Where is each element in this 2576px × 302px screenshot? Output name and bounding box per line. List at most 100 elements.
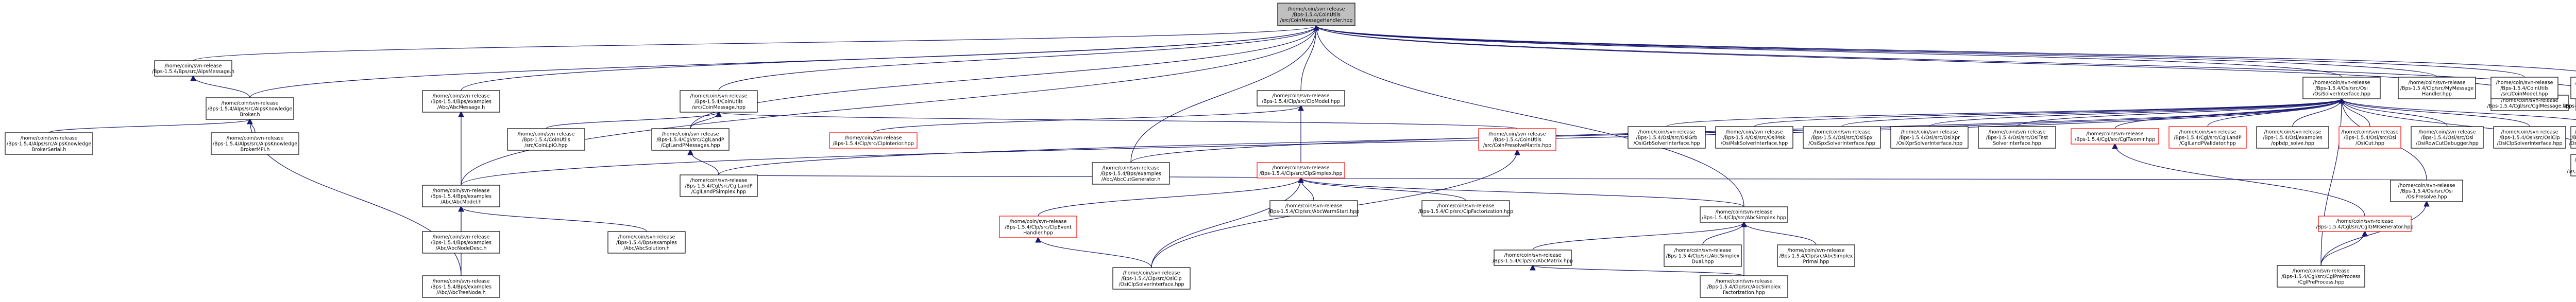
node-box-coinlpio[interactable] (507, 128, 585, 151)
node-osimsksolverinterface[interactable]: /home/coin/svn-release/Bps-1.5.4/Osi/src… (1715, 126, 1793, 149)
node-abcsolution[interactable]: /home/coin/svn-release/Bps-1.5.4/Bps/exa… (607, 231, 686, 254)
node-box-abcsimplexdual[interactable] (1664, 244, 1742, 267)
node-box-clpeventhandler[interactable] (999, 216, 1077, 238)
node-box-osiglpksolverinterface[interactable] (2570, 126, 2576, 149)
node-box-mymessagehandler[interactable] (2398, 77, 2476, 99)
node-cgllandpsimplex[interactable]: /home/coin/svn-release/Bps-1.5.4/Cgl/src… (680, 174, 758, 197)
node-osiclpsolverinterface2[interactable]: /home/coin/svn-release/Bps-1.5.4/Clp/src… (1112, 267, 1191, 290)
node-clpinterior[interactable]: /home/coin/svn-release/Bps-1.5.4/Clp/src… (829, 132, 918, 149)
node-abcmessage2[interactable]: /home/coin/svn-release/Bps-1.5.4/Bps/exa… (422, 90, 500, 113)
node-box-abcmessage[interactable] (154, 60, 232, 77)
node-abcwarmstart[interactable]: /home/coin/svn-release/Bps-1.5.4/Clp/src… (1268, 200, 1360, 217)
node-box-brokermpi[interactable] (211, 132, 299, 155)
node-abcsimplexdual[interactable]: /home/coin/svn-release/Bps-1.5.4/Clp/src… (1664, 244, 1742, 267)
node-box-cgllandpmessages[interactable] (651, 128, 730, 151)
node-coinpresolvematrix[interactable]: /home/coin/svn-release/Bps-1.5.4/CoinUti… (1478, 128, 1556, 151)
node-coinmessage[interactable]: /home/coin/svn-release/Bps-1.5.4/CoinUti… (680, 90, 758, 113)
node-box-abctreenode[interactable] (422, 275, 500, 298)
node-alpsknowledgebroker[interactable]: /home/coin/svn-release/Bps-1.5.4/Alps/sr… (206, 97, 294, 120)
node-label-osispxsolverinterface-line-0: /home/coin/svn-release (1814, 130, 1871, 135)
node-box-ositestsolverinterface[interactable] (1978, 126, 2056, 149)
node-clpmodel[interactable]: /home/coin/svn-release/Bps-1.5.4/Clp/src… (1257, 90, 1345, 106)
node-box-coinmpsio[interactable] (2570, 77, 2576, 99)
node-osipresolve[interactable]: /home/coin/svn-release/Bps-1.5.4/Osi/src… (2390, 180, 2463, 202)
node-box-clpinterior[interactable] (829, 132, 918, 149)
node-abctreenode[interactable]: /home/coin/svn-release/Bps-1.5.4/Bps/exa… (422, 275, 500, 298)
node-coinmodel[interactable]: /home/coin/svn-release/Bps-1.5.4/CoinUti… (2490, 77, 2558, 99)
node-box-cgltwomir[interactable] (2071, 128, 2159, 145)
node-abcsimplexprimal[interactable]: /home/coin/svn-release/Bps-1.5.4/Clp/src… (1777, 244, 1855, 267)
node-cglpreprocess[interactable]: /home/coin/svn-release/Bps-1.5.4/Cgl/src… (2277, 265, 2365, 288)
node-box-osiclpsolverinterface2[interactable] (1112, 267, 1191, 290)
node-label-abcsimplexdual-line-1: /Bps-1.5.4/Clp/src/AbcSimplex (1666, 254, 1740, 259)
node-abcsimplex[interactable]: /home/coin/svn-release/Bps-1.5.4/Clp/src… (1700, 206, 1788, 223)
node-box-clpmodel[interactable] (1257, 90, 1345, 106)
node-box-abcsimplexprimal[interactable] (1777, 244, 1855, 267)
node-cglgmigenerator[interactable]: /home/coin/svn-release/Bps-1.5.4/Cgl/src… (2316, 216, 2414, 232)
node-abcsimplexfactorization[interactable]: /home/coin/svn-release/Bps-1.5.4/Clp/src… (1700, 275, 1788, 298)
node-box-osigrbsolverinterface[interactable] (1628, 126, 1706, 149)
node-box-osisolverinterface[interactable] (2302, 77, 2381, 99)
node-box-abcmodel[interactable] (422, 185, 500, 207)
node-box-coinmodel[interactable] (2490, 77, 2558, 99)
node-brokerserial[interactable]: /home/coin/svn-release/Bps-1.5.4/Alps/sr… (5, 132, 93, 155)
node-osicut[interactable]: /home/coin/svn-release/Bps-1.5.4/Osi/src… (2338, 126, 2401, 149)
node-abcmessage[interactable]: /home/coin/svn-release/Bps-1.5.4/Bps/src… (152, 60, 234, 77)
node-box-clpsimplex[interactable] (1257, 162, 1345, 179)
node-box-abcmessage2[interactable] (422, 90, 500, 113)
node-osispxsolverinterface[interactable]: /home/coin/svn-release/Bps-1.5.4/Osi/src… (1803, 126, 1881, 149)
node-box-abcwarmstart[interactable] (1269, 200, 1358, 217)
node-clpfactorization[interactable]: /home/coin/svn-release/Bps-1.5.4/Clp/src… (1418, 200, 1513, 217)
node-box-coinstructuredmodel[interactable] (2570, 154, 2576, 176)
node-box-cgllandpvalidator[interactable] (2168, 126, 2247, 149)
node-box-abcmatrix[interactable] (1494, 250, 1572, 266)
node-abccutgenerator[interactable]: /home/coin/svn-release/Bps-1.5.4/Bps/exa… (1092, 162, 1170, 185)
node-osiclpsolverinterface[interactable]: /home/coin/svn-release/Bps-1.5.4/Osi/src… (2493, 126, 2566, 149)
node-box-clpfactorization[interactable] (1421, 200, 1510, 217)
node-osisolverinterface[interactable]: /home/coin/svn-release/Bps-1.5.4/Osi/src… (2302, 77, 2381, 99)
node-abcmatrix[interactable]: /home/coin/svn-release/Bps-1.5.4/Clp/src… (1493, 250, 1573, 266)
node-osixprsolverinterface[interactable]: /home/coin/svn-release/Bps-1.5.4/Osi/src… (1890, 126, 1969, 149)
node-cgllandpvalidator[interactable]: /home/coin/svn-release/Bps-1.5.4/Cgl/src… (2168, 126, 2247, 149)
node-box-cglgmigenerator[interactable] (2318, 216, 2412, 232)
node-cgltwomir[interactable]: /home/coin/svn-release/Bps-1.5.4/Cgl/src… (2071, 128, 2159, 145)
node-osidylpsolve[interactable]: /home/coin/svn-release/Bps-1.5.4/Osi/exa… (2256, 126, 2329, 149)
node-clpeventhandler[interactable]: /home/coin/svn-release/Bps-1.5.4/Clp/src… (999, 216, 1077, 238)
node-box-cglpreprocess[interactable] (2277, 265, 2365, 288)
node-abcnodedesc[interactable]: /home/coin/svn-release/Bps-1.5.4/Bps/exa… (422, 231, 500, 254)
node-box-abcsolution[interactable] (607, 231, 686, 254)
node-clpsimplex[interactable]: /home/coin/svn-release/Bps-1.5.4/Clp/src… (1257, 162, 1345, 179)
node-box-osirowcutdebugger[interactable] (2411, 126, 2484, 149)
node-abcmodel[interactable]: /home/coin/svn-release/Bps-1.5.4/Bps/exa… (422, 185, 500, 207)
node-box-osimsksolverinterface[interactable] (1715, 126, 1793, 149)
node-coinlpio[interactable]: /home/coin/svn-release/Bps-1.5.4/CoinUti… (507, 128, 585, 151)
node-box-osixprsolverinterface[interactable] (1890, 126, 1969, 149)
node-osiglpksolverinterface[interactable]: /home/coin/svn-release/Bps-1.5.4/Osi/src… (2569, 126, 2576, 149)
node-mymessagehandler[interactable]: /home/coin/svn-release/Bps-1.5.4/Clp/src… (2398, 77, 2476, 99)
node-osigrbsolverinterface[interactable]: /home/coin/svn-release/Bps-1.5.4/Osi/src… (1628, 126, 1706, 149)
node-box-osicut[interactable] (2338, 126, 2401, 149)
node-ositestsolverinterface[interactable]: /home/coin/svn-release/Bps-1.5.4/Osi/src… (1978, 126, 2056, 149)
node-coinstructuredmodel[interactable]: /home/coin/svn-release/Bps-1.5.4/CoinUti… (2567, 154, 2576, 176)
node-box-coinpresolvematrix[interactable] (1478, 128, 1556, 151)
node-cgllandpmessages[interactable]: /home/coin/svn-release/Bps-1.5.4/Cgl/src… (651, 128, 730, 151)
node-osirowcutdebugger[interactable]: /home/coin/svn-release/Bps-1.5.4/Osi/src… (2411, 126, 2484, 149)
node-brokermpi[interactable]: /home/coin/svn-release/Bps-1.5.4/Alps/sr… (211, 132, 299, 155)
node-box-coinmessage[interactable] (680, 90, 758, 113)
node-box-osiclpsolverinterface[interactable] (2493, 126, 2566, 149)
node-box-cgllandpsimplex[interactable] (680, 174, 758, 197)
node-clpmessage[interactable]: /home/coin/svn-release/Bps-1.5.4/Clp/src… (2564, 95, 2576, 111)
node-coinmpsio[interactable]: /home/coin/svn-release/Bps-1.5.4/CoinUti… (2570, 77, 2576, 99)
node-box-root[interactable] (1277, 3, 1355, 26)
node-box-abcsimplex[interactable] (1700, 206, 1788, 223)
edge-abccutgenerator-to-root (1130, 26, 1316, 163)
node-root[interactable]: /home/coin/svn-release/Bps-1.5.4/CoinUti… (1277, 3, 1355, 26)
node-box-abcsimplexfactorization[interactable] (1700, 275, 1788, 298)
node-box-abccutgenerator[interactable] (1092, 162, 1170, 185)
node-box-abcnodedesc[interactable] (422, 231, 500, 254)
node-box-alpsknowledgebroker[interactable] (206, 97, 294, 120)
node-box-osipresolve[interactable] (2390, 180, 2463, 202)
node-box-osispxsolverinterface[interactable] (1803, 126, 1881, 149)
node-box-osidylpsolve[interactable] (2256, 126, 2329, 149)
node-box-brokerserial[interactable] (5, 132, 93, 155)
